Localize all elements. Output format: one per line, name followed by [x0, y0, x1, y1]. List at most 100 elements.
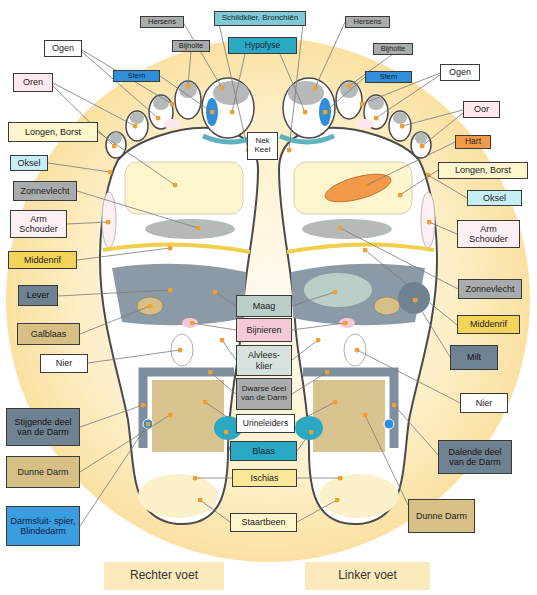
zone-label-text: Middenrif [24, 255, 61, 265]
zone-label-text: Blaas [252, 446, 275, 456]
leader-line [67, 222, 108, 224]
leader-line [394, 405, 440, 457]
reflex-zone-box: Darmsluit- spier, Blindedarm [6, 506, 80, 546]
leader-line [205, 402, 236, 423]
leader-line [98, 132, 175, 185]
leader-line [82, 50, 172, 104]
zone-label-text: Ogen [449, 67, 471, 77]
zone-label-text: Nier [476, 398, 493, 408]
reflex-zone-box: Alvlees- klier [236, 345, 292, 376]
zone-label-text: Dalende deel van de Darm [441, 447, 509, 467]
zone-label-text: Zonnevlecht [465, 284, 514, 294]
leader-line [415, 300, 450, 357]
zone-label-text: Oor [474, 104, 489, 114]
zone-label-text: Oren [23, 77, 43, 87]
leader-line [160, 76, 212, 112]
zone-label-text: Darmsluit- spier, Blindedarm [9, 516, 77, 536]
zone-label-text: Bijholte [179, 42, 204, 50]
reflex-zone-box: Zonnevlecht [458, 279, 522, 299]
leader-line [297, 478, 340, 479]
reflex-zone-box: Arm Schouder [10, 210, 67, 238]
zone-label-text: Arm Schouder [460, 224, 517, 244]
zone-label-text: Schildklier, Bronchiën [222, 14, 298, 23]
reflex-zone-box: Ogen [440, 64, 480, 81]
zone-label-text: Dunne Darm [17, 467, 68, 477]
reflex-zone-box: Hersens [140, 16, 184, 28]
reflex-zone-box: Nier [460, 393, 508, 413]
zone-label-text: Zonnevlecht [20, 186, 69, 196]
leader-line [340, 228, 458, 289]
leader-line [188, 51, 191, 86]
zone-label-text: Maag [253, 301, 276, 311]
reflex-zone-box: Nek Keel [247, 132, 278, 160]
leader-line [183, 22, 222, 88]
zone-label-text: Milt [467, 352, 481, 362]
halo-background [6, 38, 530, 562]
leader-line [292, 372, 327, 394]
reflex-zone-box: Blaas [230, 441, 297, 461]
leader-line [297, 432, 311, 451]
zone-label-text: Arm Schouder [13, 214, 64, 234]
foot-name-band: Rechter voet [104, 562, 224, 590]
zone-label-text: Hersens [354, 18, 382, 26]
zone-label-text: Staartbeen [241, 517, 285, 527]
reflex-zone-box: Hart [455, 135, 491, 149]
left-foot [279, 78, 437, 524]
reflex-zone-box: Milt [450, 345, 498, 370]
reflex-zone-box: Schildklier, Bronchiën [214, 11, 306, 26]
reflex-zone-box: Dwarse deel van de Darm [236, 378, 292, 410]
zone-label-text: Ogen [52, 43, 74, 53]
leader-line [429, 222, 457, 234]
zone-label-text: Dunne Darm [416, 511, 467, 521]
leader-line [192, 323, 236, 330]
reflex-zone-box: Stem [365, 71, 412, 83]
zone-label-text: Hersens [148, 18, 176, 26]
leader-line [297, 500, 337, 522]
zone-label-text: Nek Keel [250, 137, 275, 155]
reflex-zone-box: Galblaas [17, 323, 80, 345]
reflex-zone-box: Ischias [232, 469, 297, 487]
reflex-zone-box: Lever [18, 285, 58, 306]
leader-line [315, 22, 345, 88]
leader-line [325, 77, 365, 112]
zone-label-text: Longen, Borst [25, 127, 81, 137]
zone-label-text: Middenrif [470, 319, 507, 329]
zone-label-text: Hart [465, 137, 481, 147]
leader-line [222, 340, 236, 360]
leader-line [215, 292, 236, 306]
reflex-zone-box: Hersens [345, 16, 390, 28]
stomach-zone [304, 273, 372, 307]
reflex-zone-box: Longen, Borst [8, 122, 98, 142]
reflex-zone-box: Middenrif [457, 315, 520, 334]
leader-line [292, 292, 335, 306]
reflex-zone-box: Stem [113, 70, 160, 82]
leader-line [365, 415, 408, 505]
leader-line [80, 405, 143, 427]
leader-line [232, 54, 245, 112]
leader-line [200, 500, 230, 522]
reflex-zone-box: Bijnieren [236, 318, 292, 342]
reflex-zone-box: Maag [236, 295, 292, 317]
zone-label-text: Galblaas [31, 329, 67, 339]
reflex-zone-box: Nier [40, 354, 88, 373]
leader-lines [48, 22, 467, 526]
leader-line [48, 163, 110, 172]
leader-line [292, 340, 318, 360]
leader-line [80, 424, 148, 526]
reflex-zone-box: Staartbeen [230, 513, 297, 532]
leader-line [58, 290, 170, 296]
leader-line [210, 372, 236, 394]
zone-label-text: Stem [380, 73, 398, 81]
zone-label-text: Lever [27, 290, 50, 300]
zone-label-text: Nier [56, 358, 73, 368]
zone-label-text: Rechter voet [130, 569, 198, 582]
reflex-zone-box: Dalende deel van de Darm [438, 440, 512, 474]
reflex-zone-box: Bijholte [172, 40, 210, 52]
zone-label-text: Urineleiders [243, 419, 288, 429]
leader-line [80, 415, 170, 472]
reflex-zone-box: Dunne Darm [408, 499, 475, 533]
zone-label-text: Ischias [250, 473, 278, 483]
leader-line [88, 350, 180, 363]
